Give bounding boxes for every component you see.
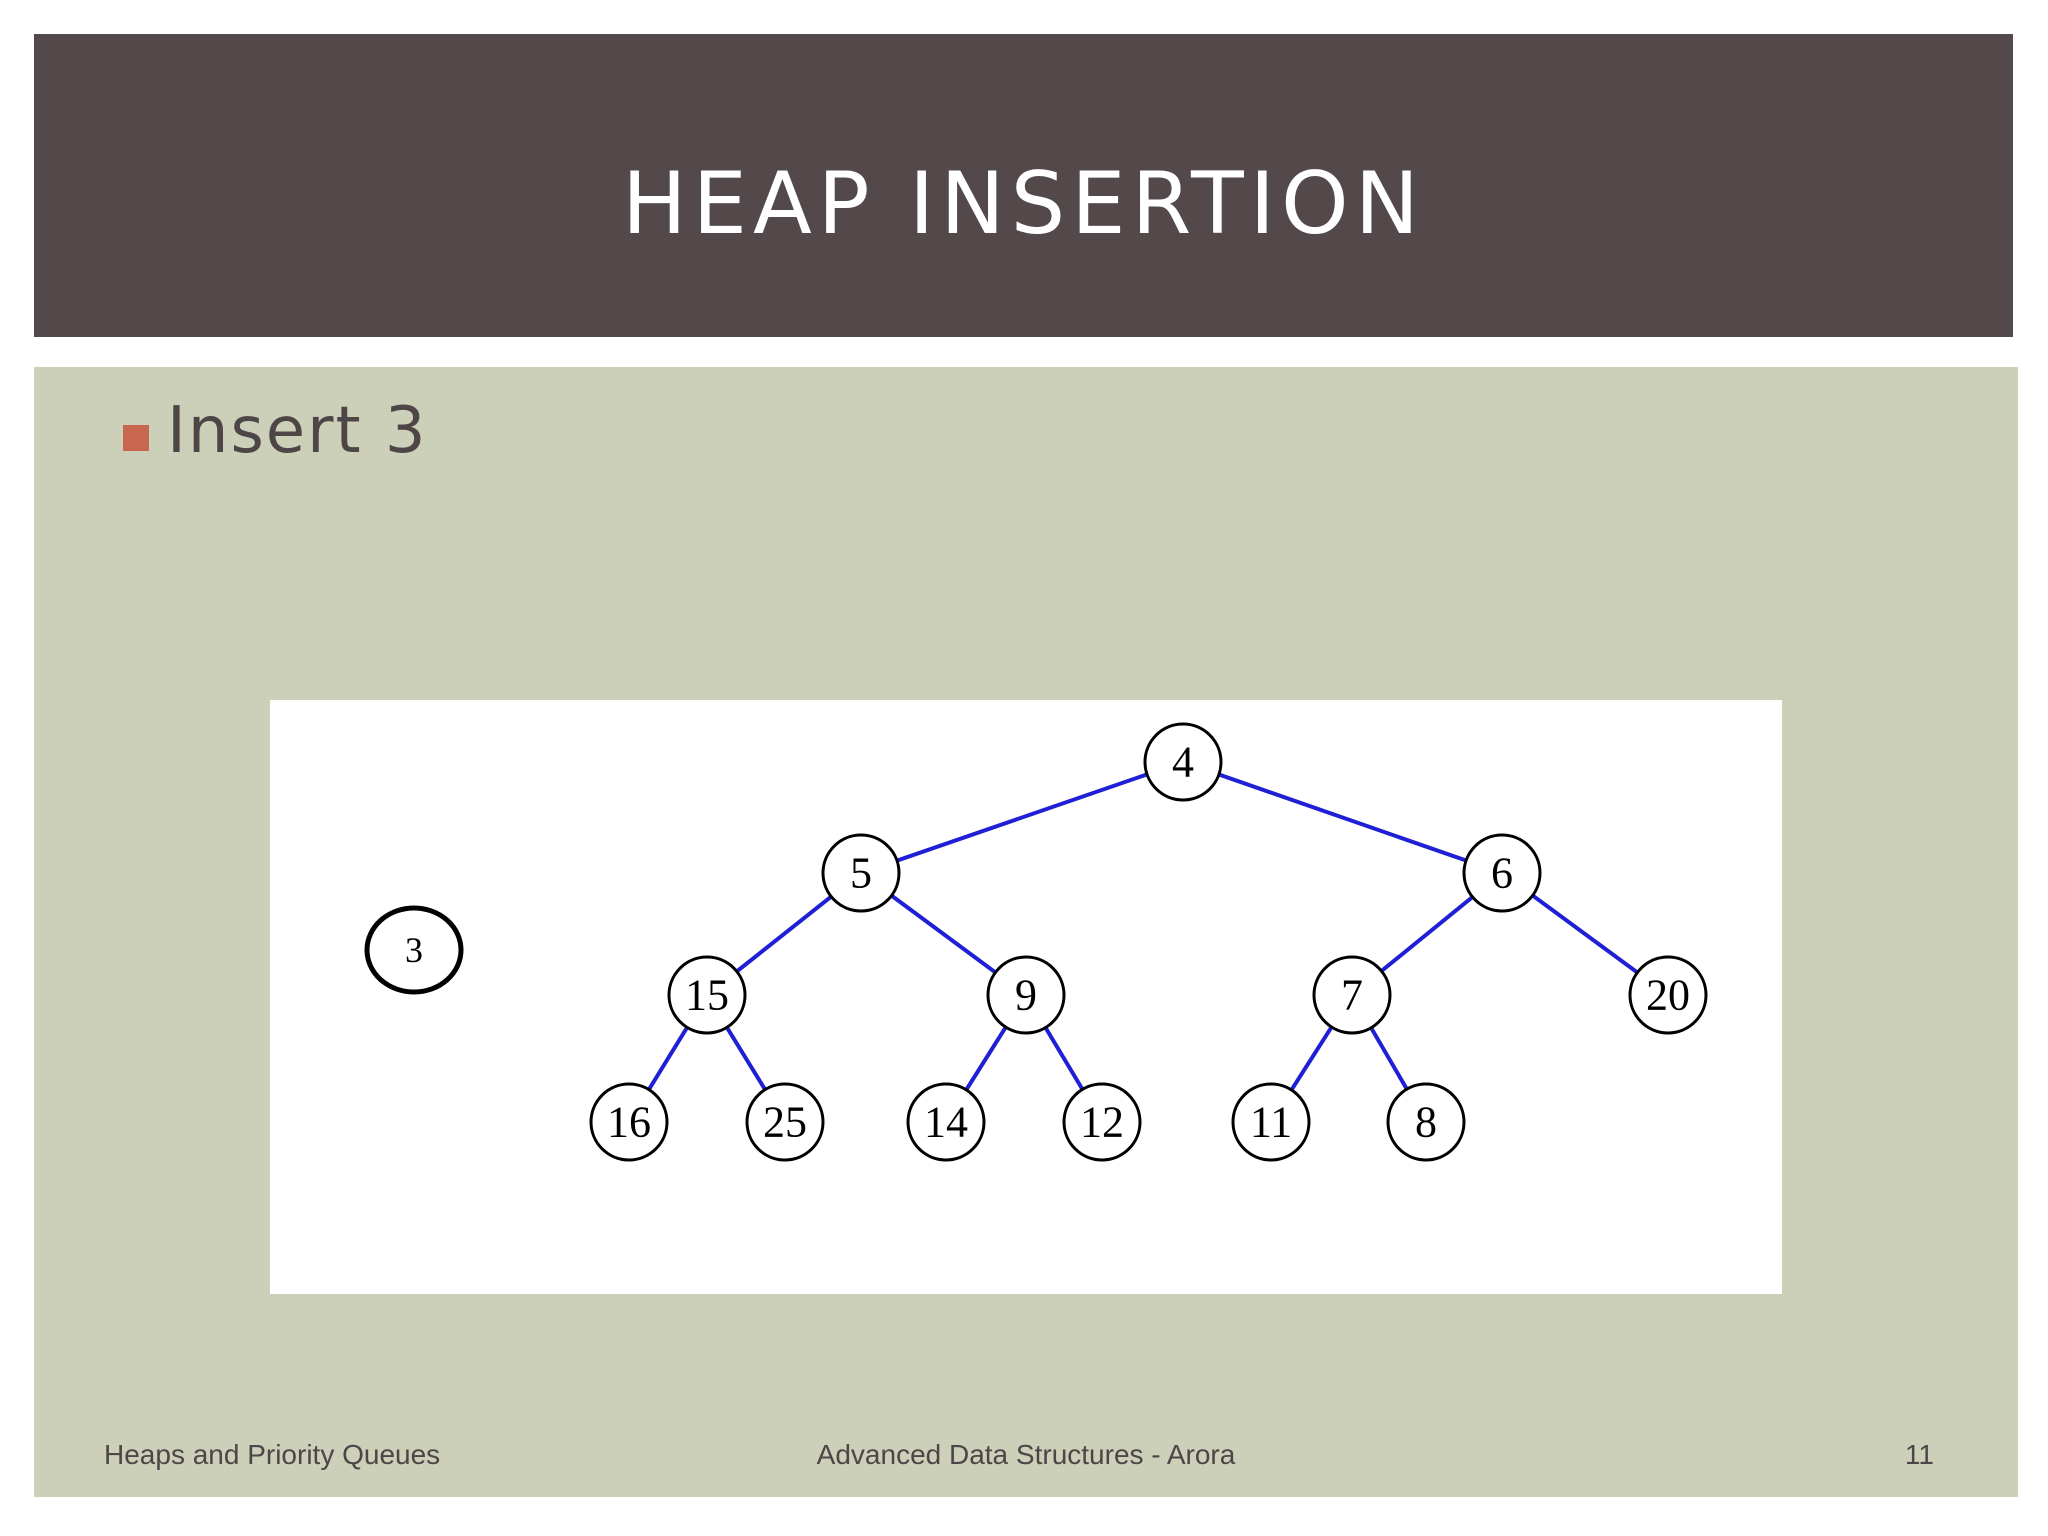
- title-bar: HEAP INSERTION: [34, 34, 2013, 337]
- footer-center: Advanced Data Structures - Arora: [816, 1439, 1236, 1470]
- heap-node-6-label: 6: [1491, 849, 1513, 898]
- edge-n4-n6: [1182, 760, 1503, 875]
- heap-node-9: 9: [986, 955, 1066, 1035]
- footer-left: Heaps and Priority Queues: [104, 1439, 441, 1470]
- heap-node-11-circle: [1231, 1082, 1311, 1162]
- heap-node-16-circle: [589, 1082, 669, 1162]
- heap-figure: 4 5 6 15 9 7 20 16 25 14 12 11 8 3: [270, 700, 1782, 1294]
- heap-node-11-label: 11: [1250, 1098, 1292, 1147]
- heap-node-6-circle: [1462, 833, 1542, 913]
- heap-node-4-label: 4: [1172, 738, 1194, 787]
- heap-node-15-circle: [667, 955, 747, 1035]
- bullet-text: Insert 3: [167, 394, 428, 468]
- heap-node-12-circle: [1062, 1082, 1142, 1162]
- inserted-node-label: 3: [405, 930, 423, 970]
- heap-node-25-circle: [745, 1082, 825, 1162]
- content-area: Insert 3 4 5 6 15 9 7 20 16 25 14 12 11 8 3 Heaps an…: [34, 367, 2018, 1497]
- heap-node-15: 15: [667, 955, 747, 1035]
- inserted-node-circle: [364, 905, 464, 995]
- heap-node-8-circle: [1386, 1082, 1466, 1162]
- heap-node-5: 5: [821, 833, 901, 913]
- edge-n4-n5: [860, 760, 1184, 875]
- heap-node-4-circle: [1143, 722, 1223, 802]
- slide-title: HEAP INSERTION: [621, 153, 1426, 254]
- heap-node-8-label: 8: [1415, 1098, 1437, 1147]
- heap-node-7-circle: [1312, 955, 1392, 1035]
- heap-node-14: 14: [906, 1082, 986, 1162]
- inserted-node: 3: [364, 905, 464, 995]
- heap-node-8: 8: [1386, 1082, 1466, 1162]
- heap-node-14-circle: [906, 1082, 986, 1162]
- heap-node-9-circle: [986, 955, 1066, 1035]
- heap-node-11: 11: [1231, 1082, 1311, 1162]
- heap-node-12-label: 12: [1080, 1098, 1124, 1147]
- heap-node-15-label: 15: [685, 971, 729, 1020]
- heap-node-20-circle: [1628, 955, 1708, 1035]
- heap-node-6: 6: [1462, 833, 1542, 913]
- heap-node-25-label: 25: [763, 1098, 807, 1147]
- heap-tree-diagram: 4 5 6 15 9 7 20 16 25 14 12 11 8 3: [364, 722, 1708, 1162]
- page-number: 11: [1904, 1439, 1934, 1470]
- heap-node-7: 7: [1312, 955, 1392, 1035]
- heap-node-20: 20: [1628, 955, 1708, 1035]
- heap-node-12: 12: [1062, 1082, 1142, 1162]
- heap-node-5-label: 5: [850, 849, 872, 898]
- heap-node-4: 4: [1143, 722, 1223, 802]
- heap-node-20-label: 20: [1646, 971, 1690, 1020]
- heap-node-25: 25: [745, 1082, 825, 1162]
- heap-node-7-label: 7: [1341, 971, 1363, 1020]
- heap-node-16: 16: [589, 1082, 669, 1162]
- heap-node-16-label: 16: [607, 1098, 651, 1147]
- heap-node-9-label: 9: [1015, 971, 1037, 1020]
- heap-node-5-circle: [821, 833, 901, 913]
- heap-node-14-label: 14: [924, 1098, 968, 1147]
- bullet-marker: [123, 425, 149, 451]
